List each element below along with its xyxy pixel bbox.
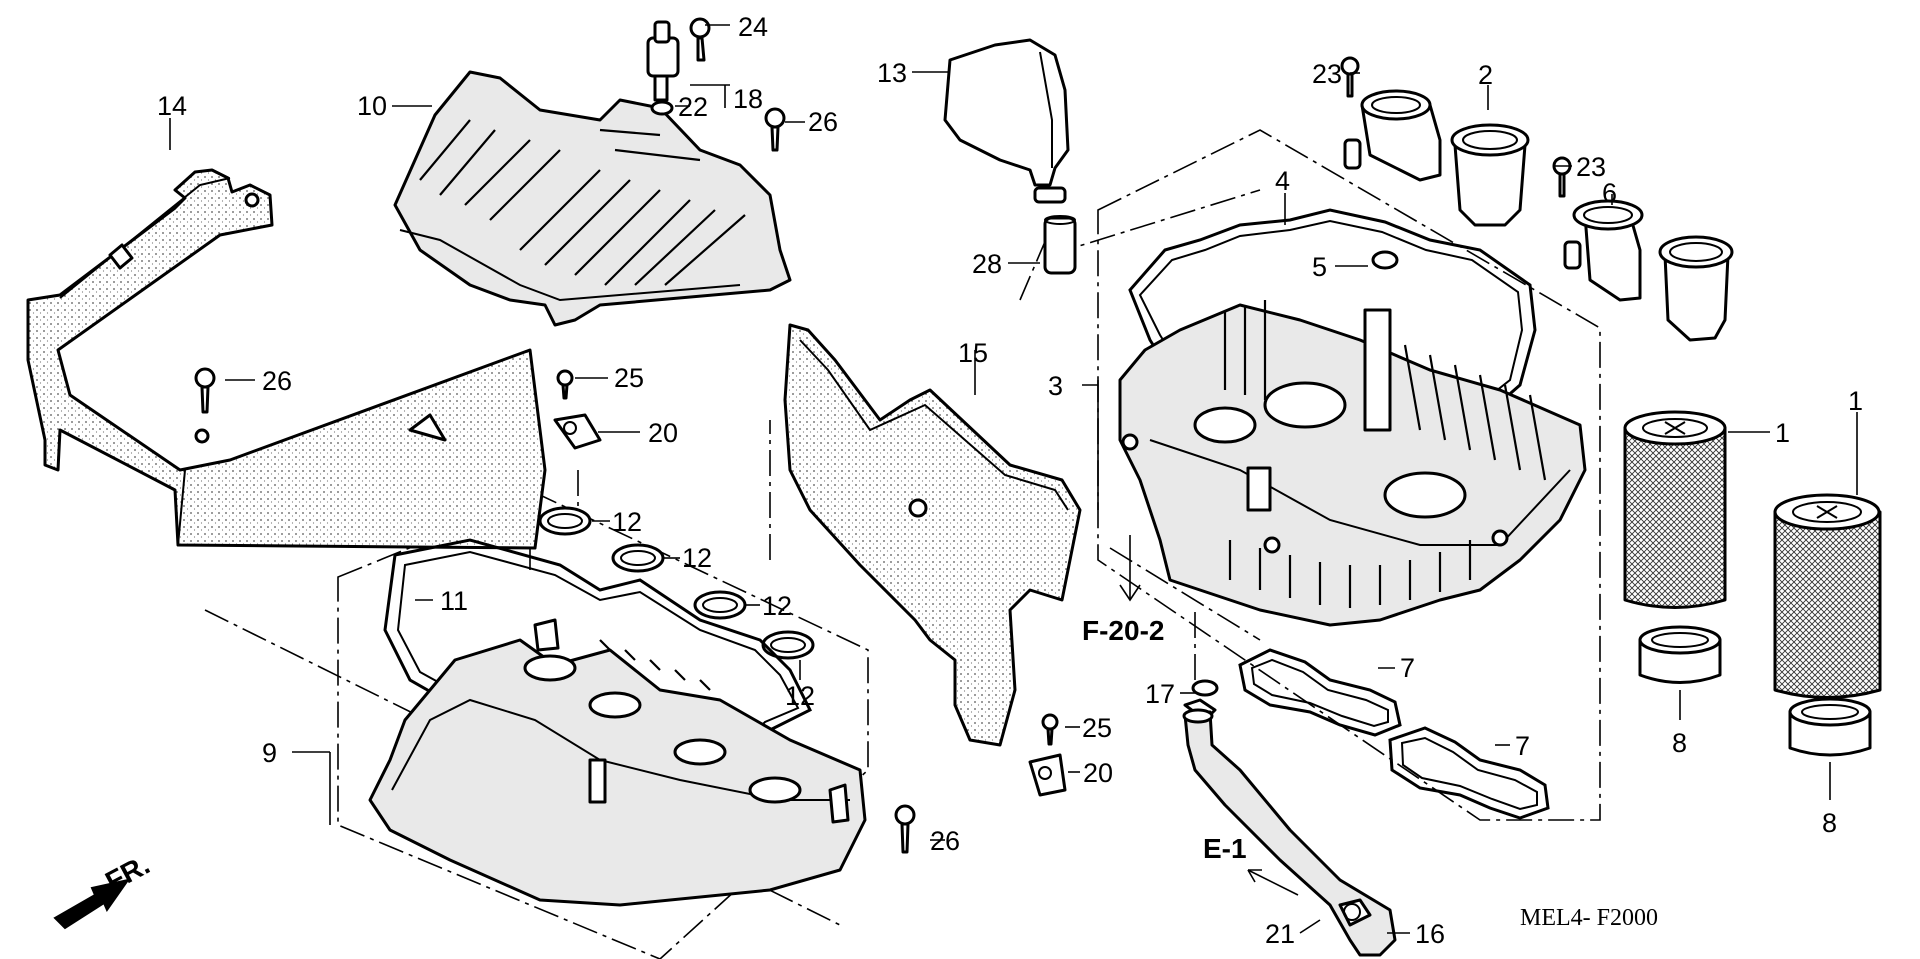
snorkel-part-13 — [943, 38, 1077, 275]
callout-22: 22 — [678, 92, 708, 122]
callout-18: 18 — [733, 84, 763, 114]
front-arrow-icon — [53, 878, 131, 930]
callout-7-top: 7 — [1400, 653, 1415, 683]
reference-e-1: E-1 — [1203, 833, 1247, 864]
callout-26-bottom: 26 — [930, 826, 960, 856]
callout-1-left: 1 — [1775, 418, 1790, 448]
screws — [194, 56, 1572, 854]
hose-part-16 — [1182, 679, 1397, 957]
drawing-code: MEL4- F2000 — [1520, 905, 1658, 931]
callout-12-b: 12 — [682, 543, 712, 573]
callout-28: 28 — [972, 249, 1002, 279]
funnels-part-2-6 — [1343, 89, 1734, 342]
callout-15: 15 — [958, 338, 988, 368]
o-rings-part-12 — [538, 506, 815, 660]
filters-part-1 — [1623, 410, 1882, 699]
callout-12-c: 12 — [762, 591, 792, 621]
callout-1-right: 1 — [1848, 386, 1863, 416]
callout-14: 14 — [157, 91, 187, 121]
callout-6: 6 — [1602, 178, 1617, 208]
top-cover-part-10 — [393, 70, 792, 327]
callout-12-d: 12 — [785, 681, 815, 711]
rings-part-8 — [1638, 625, 1872, 757]
callout-3: 3 — [1048, 371, 1063, 401]
reference-f-20-2: F-20-2 — [1082, 615, 1164, 646]
callout-12-a: 12 — [612, 507, 642, 537]
gaskets-part-7 — [1238, 648, 1550, 820]
callout-13: 13 — [877, 58, 907, 88]
callout-23-top: 23 — [1312, 59, 1342, 89]
callout-17: 17 — [1145, 679, 1175, 709]
callout-23-right: 23 — [1576, 152, 1606, 182]
air-cleaner-housing-part-3 — [1118, 208, 1587, 627]
callout-9: 9 — [262, 738, 277, 768]
callout-11: 11 — [440, 586, 468, 616]
callout-2: 2 — [1478, 60, 1493, 90]
callout-10: 10 — [357, 91, 387, 121]
plate-part-15 — [783, 323, 1082, 747]
callout-20-top: 20 — [648, 418, 678, 448]
callout-8-right: 8 — [1822, 808, 1837, 838]
callout-5: 5 — [1312, 252, 1327, 282]
base-housing-part-9 — [368, 618, 867, 907]
callout-16: 16 — [1415, 919, 1445, 949]
callout-20-bottom: 20 — [1083, 758, 1113, 788]
leader-lines — [169, 24, 1858, 934]
callout-8-left: 8 — [1672, 728, 1687, 758]
callout-25-top: 25 — [614, 363, 644, 393]
side-cover-part-14 — [26, 168, 547, 550]
callout-26-left: 26 — [262, 366, 292, 396]
callout-4: 4 — [1275, 166, 1290, 196]
clamps-part-20 — [553, 413, 1067, 797]
callout-26-top: 26 — [808, 107, 838, 137]
callout-21: 21 — [1265, 919, 1295, 949]
callout-24: 24 — [738, 12, 768, 42]
callout-25-bottom: 25 — [1082, 713, 1112, 743]
sensor-part-24 — [646, 17, 711, 116]
callout-labels: 14 10 24 22 18 26 26 25 20 12 12 12 12 1… — [100, 12, 1863, 949]
callout-7-bottom: 7 — [1515, 731, 1530, 761]
